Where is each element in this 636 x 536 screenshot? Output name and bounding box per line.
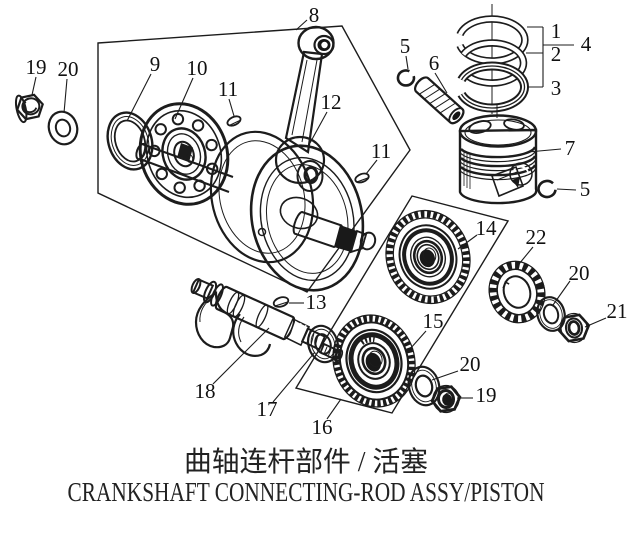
callout-crankshaft: 12 bbox=[321, 90, 342, 114]
part-gear-22 bbox=[488, 260, 546, 324]
part-washer-20-left bbox=[47, 110, 79, 146]
part-nut-19-left bbox=[14, 93, 44, 124]
callout-circlip-top: 5 bbox=[400, 34, 411, 58]
part-gear-15 bbox=[332, 314, 416, 408]
callout-washer-mid: 20 bbox=[460, 352, 481, 376]
part-washer-20-right bbox=[536, 296, 566, 332]
callout-nut-mid: 19 bbox=[476, 383, 497, 407]
part-piston-7 bbox=[458, 104, 538, 205]
callout-labels: 8 19 20 9 10 11 12 11 5 6 1 2 3 4 7 5 14… bbox=[26, 3, 628, 439]
part-washer-17 bbox=[306, 324, 340, 364]
part-oil-seal-9 bbox=[106, 111, 154, 171]
callout-circlip-side: 5 bbox=[580, 177, 591, 201]
callout-washer-right: 20 bbox=[569, 261, 590, 285]
part-circlip-5-top bbox=[396, 69, 416, 87]
callout-gear-drive: 15 bbox=[423, 309, 444, 333]
part-circlip-5-side bbox=[537, 179, 557, 199]
panel-outline-crankshaft bbox=[97, 25, 411, 293]
part-key-11-upper bbox=[226, 115, 242, 127]
part-key-11-lower bbox=[354, 172, 370, 184]
callout-key-upper: 11 bbox=[218, 77, 238, 101]
callout-ring-set: 4 bbox=[581, 32, 592, 56]
callout-piston: 7 bbox=[565, 136, 576, 160]
callout-ring-oil: 3 bbox=[551, 76, 562, 100]
part-ring-oil-3 bbox=[457, 61, 529, 113]
callout-gear-timing: 14 bbox=[476, 216, 498, 240]
callout-washer-balance: 17 bbox=[257, 397, 278, 421]
callout-piston-pin: 6 bbox=[429, 51, 440, 75]
part-gear-14 bbox=[385, 209, 471, 305]
part-key-13 bbox=[272, 296, 290, 308]
callout-connecting-rod: 8 bbox=[309, 3, 320, 27]
callout-gear-group: 16 bbox=[312, 415, 333, 439]
title-english: CRANKSHAFT CONNECTING-ROD ASSY/PISTON bbox=[68, 477, 545, 507]
part-crankshaft-12 bbox=[106, 25, 377, 292]
part-piston-pin-6 bbox=[413, 76, 465, 125]
callout-bearing: 10 bbox=[187, 56, 208, 80]
part-bearing-10 bbox=[138, 102, 230, 206]
callout-key-lower: 11 bbox=[371, 139, 391, 163]
title-chinese: 曲轴连杆部件 / 活塞 bbox=[184, 446, 428, 478]
callout-nut-right: 21 bbox=[607, 299, 628, 323]
callout-ring-second: 2 bbox=[551, 42, 562, 66]
part-balance-shaft-18 bbox=[190, 278, 344, 364]
part-piston-rings bbox=[456, 4, 529, 114]
callout-ring-top: 1 bbox=[551, 19, 562, 43]
callout-nut-left: 19 bbox=[26, 55, 47, 79]
leader-lines bbox=[31, 19, 607, 420]
part-nut-19-mid bbox=[430, 384, 462, 414]
callout-key-balance: 13 bbox=[306, 290, 327, 314]
callout-gear-small: 22 bbox=[526, 225, 547, 249]
part-ring-2 bbox=[460, 39, 528, 87]
callout-oil-seal: 9 bbox=[150, 52, 161, 76]
part-nut-21 bbox=[557, 312, 591, 344]
callout-balance-shaft: 18 bbox=[195, 379, 216, 403]
part-ring-1 bbox=[456, 15, 529, 65]
part-washer-20-mid bbox=[407, 365, 441, 407]
panel-outline-gearset bbox=[294, 195, 510, 414]
callout-washer-left: 20 bbox=[58, 57, 79, 81]
